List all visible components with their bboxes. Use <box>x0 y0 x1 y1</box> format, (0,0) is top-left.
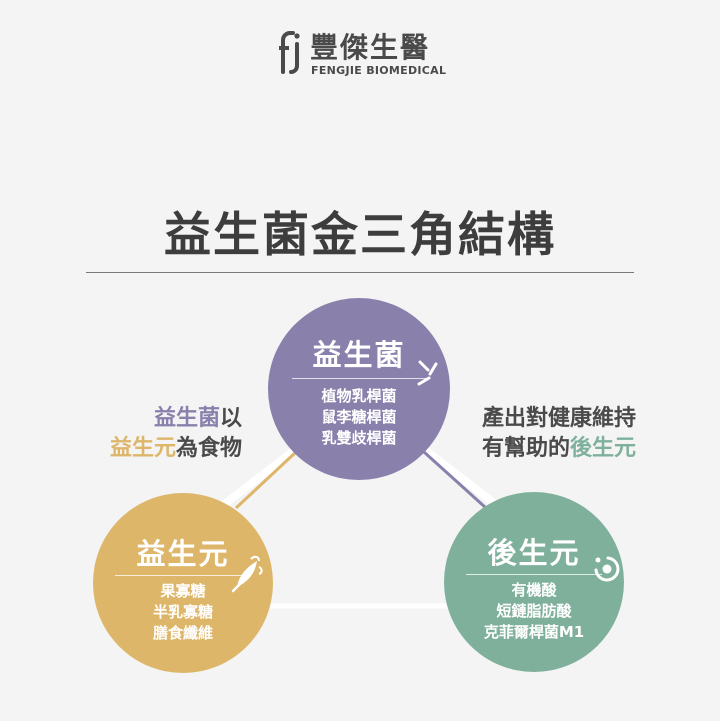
prebiotic-circle: 益生元 果寡糖 半乳寡糖 膳食纖維 <box>93 493 273 673</box>
postbiotic-divider <box>466 574 602 575</box>
prebiotic-term: 益生元 <box>109 436 176 461</box>
list-item: 克菲爾桿菌M1 <box>483 623 585 641</box>
brand-name-cn: 豐傑生醫 <box>310 31 431 64</box>
list-item: 鼠李糖桿菌 <box>321 408 397 426</box>
title-divider <box>86 272 634 273</box>
connector-top-left <box>234 450 298 510</box>
list-item: 有機酸 <box>511 581 557 599</box>
connector-top-right-outer <box>417 442 501 510</box>
page-title: 益生菌金三角結構 <box>164 208 556 263</box>
postbiotic-circle: 後生元 有機酸 短鏈脂肪酸 克菲爾桿菌M1 <box>444 492 624 672</box>
bacteria-icon <box>417 360 438 386</box>
probiotic-title: 益生菌 <box>312 338 406 372</box>
probiotic-items: 植物乳桿菌 鼠李糖桿菌 乳雙歧桿菌 <box>268 386 450 449</box>
list-item: 果寡糖 <box>160 582 206 600</box>
probiotic-term: 益生菌 <box>153 406 220 431</box>
postbiotic-title: 後生元 <box>487 536 581 570</box>
list-item: 短鏈脂肪酸 <box>496 602 572 620</box>
list-item: 乳雙歧桿菌 <box>321 429 397 447</box>
prebiotic-divider <box>115 575 251 576</box>
connector-top-right <box>422 450 488 510</box>
note-right-line2: 有幫助的後生元 <box>482 436 637 461</box>
fj-logo-icon <box>279 31 300 74</box>
brand-name-en: FENGJIE BIOMEDICAL <box>311 64 447 77</box>
fiber-leaf-icon <box>231 555 263 593</box>
list-item: 植物乳桿菌 <box>321 387 397 405</box>
probiotic-divider <box>292 378 426 379</box>
prebiotic-title: 益生元 <box>136 537 230 571</box>
prebiotic-items: 果寡糖 半乳寡糖 膳食纖維 <box>93 581 273 644</box>
note-left-line2: 益生元為食物 <box>109 436 242 461</box>
list-item: 半乳寡糖 <box>152 603 213 621</box>
probiotic-circle: 益生菌 植物乳桿菌 鼠李糖桿菌 乳雙歧桿菌 <box>268 298 450 480</box>
note-right: 產出對健康維持 有幫助的後生元 <box>482 404 636 464</box>
connector-top-left-outer <box>219 442 303 510</box>
postbiotic-items: 有機酸 短鏈脂肪酸 克菲爾桿菌M1 <box>444 580 624 643</box>
postbiotic-term: 後生元 <box>570 436 637 461</box>
list-item: 膳食纖維 <box>152 624 213 642</box>
brand-logo: 豐傑生醫 FENGJIE BIOMEDICAL <box>278 24 448 80</box>
note-right-line1: 產出對健康維持 <box>482 406 637 431</box>
note-left: 益生菌以 益生元為食物 <box>84 404 242 464</box>
note-left-line1: 益生菌以 <box>153 406 242 431</box>
molecule-icon <box>594 556 620 582</box>
